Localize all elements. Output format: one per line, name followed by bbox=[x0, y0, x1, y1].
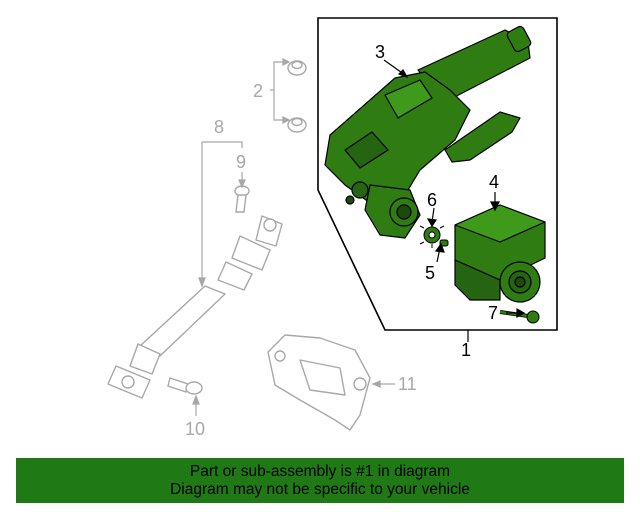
bracket-part-11[interactable] bbox=[267, 334, 371, 431]
callout-3: 3 bbox=[375, 42, 385, 62]
callout-10: 10 bbox=[185, 419, 205, 439]
callout-5: 5 bbox=[425, 263, 435, 283]
callout-7: 7 bbox=[488, 303, 498, 323]
callout-4: 4 bbox=[489, 172, 499, 192]
parts-diagram: 1 2 3 4 5 6 7 8 9 10 11 bbox=[107, 17, 558, 439]
bolt-part-9[interactable] bbox=[234, 185, 250, 213]
leader-lines-dark bbox=[383, 59, 526, 342]
gear-part-6[interactable] bbox=[419, 222, 445, 248]
nut-part-2-upper[interactable] bbox=[287, 60, 307, 76]
intermediate-shaft-part-8[interactable] bbox=[107, 215, 283, 399]
leader-lines-light bbox=[192, 58, 395, 416]
nut-part-2-lower[interactable] bbox=[287, 117, 307, 133]
callout-1: 1 bbox=[461, 340, 471, 360]
banner-line-2: Diagram may not be specific to your vehi… bbox=[170, 480, 470, 498]
callout-11: 11 bbox=[398, 374, 417, 394]
bolt-part-10[interactable] bbox=[167, 377, 203, 395]
callout-6: 6 bbox=[427, 190, 437, 210]
assembly-notice-banner: Part or sub-assembly is #1 in diagram Di… bbox=[16, 458, 624, 503]
callout-8: 8 bbox=[214, 117, 224, 137]
steering-column-part-3[interactable] bbox=[324, 25, 532, 239]
assembly-1-frame bbox=[317, 17, 558, 331]
callout-9: 9 bbox=[236, 152, 246, 172]
callout-2: 2 bbox=[253, 81, 263, 101]
pin-part-5[interactable] bbox=[439, 239, 449, 247]
bolt-part-7[interactable] bbox=[499, 310, 540, 324]
eps-motor-part-4[interactable] bbox=[454, 204, 546, 303]
banner-line-1: Part or sub-assembly is #1 in diagram bbox=[189, 462, 451, 480]
